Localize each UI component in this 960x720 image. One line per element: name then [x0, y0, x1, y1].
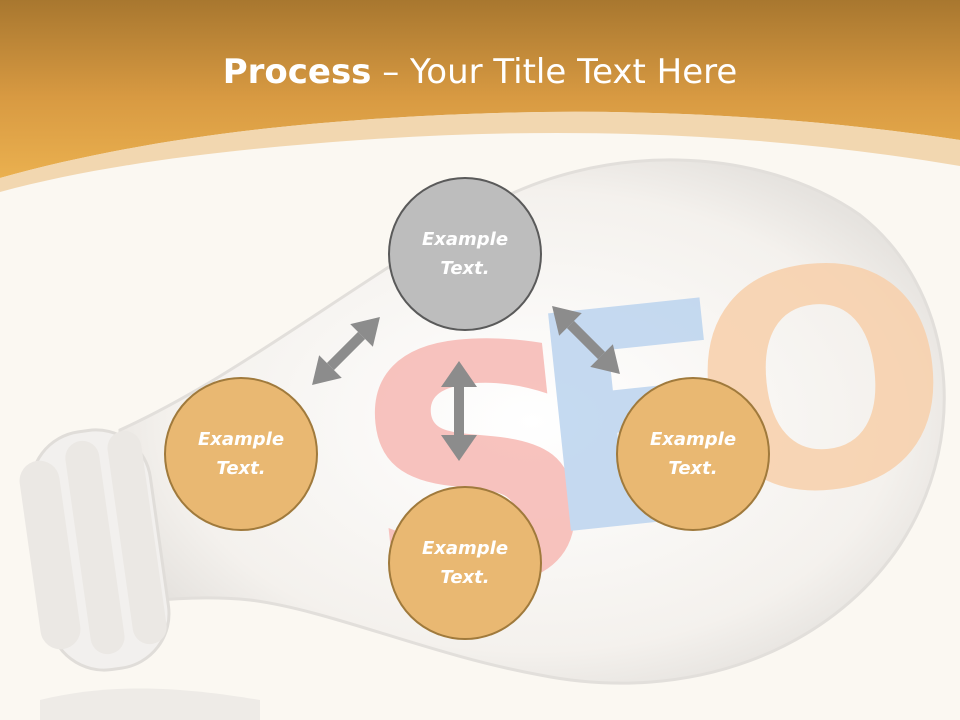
arrow-top-left: [312, 317, 380, 385]
node-right-text: Example Text.: [649, 429, 737, 479]
node-top-text: Example Text.: [421, 229, 509, 279]
arrows: [312, 306, 620, 461]
title-rest: – Your Title Text Here: [371, 52, 738, 92]
node-left: Example Text.: [164, 377, 318, 531]
node-left-text: Example Text.: [197, 429, 285, 479]
bulb-watermark: [19, 158, 946, 720]
arrow-top-right: [552, 306, 620, 374]
node-right: Example Text.: [616, 377, 770, 531]
page-title: Process – Your Title Text Here: [0, 52, 960, 92]
node-top: Example Text.: [388, 177, 542, 331]
title-bold: Process: [222, 52, 372, 92]
node-bottom: Example Text.: [388, 486, 542, 640]
arrow-vertical: [441, 361, 477, 461]
node-bottom-text: Example Text.: [421, 538, 509, 588]
header-band: [0, 0, 960, 178]
header-swoosh: [0, 111, 960, 192]
